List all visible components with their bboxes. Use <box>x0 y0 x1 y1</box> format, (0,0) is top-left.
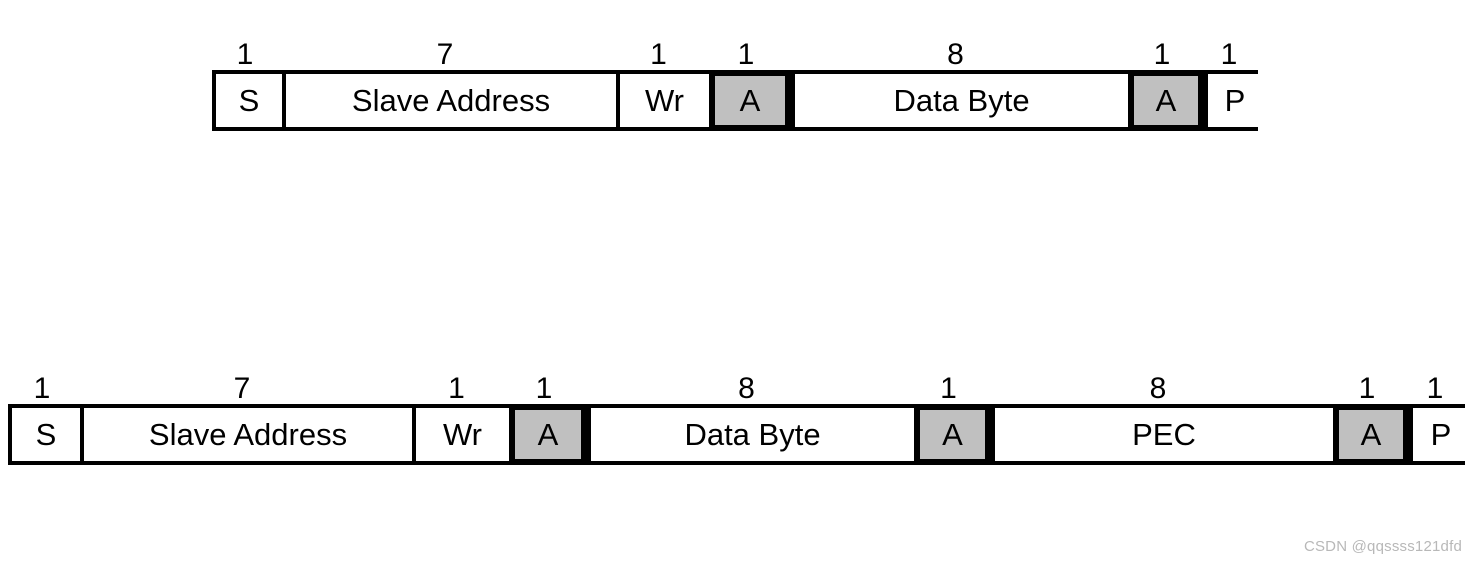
bit-count-label: 7 <box>233 372 251 405</box>
field-label: A <box>1360 417 1382 452</box>
protocol-frame: S Slave Address Wr A Data Byte A P <box>212 70 1262 131</box>
field-cell-data-byte: Data Byte <box>587 408 914 461</box>
protocol-frame: S Slave Address Wr A Data Byte A PEC A P <box>8 404 1469 465</box>
bit-count-label-row: 1 7 1 1 8 1 1 <box>212 26 1258 70</box>
field-label: Wr <box>442 417 483 452</box>
bit-count-label: 1 <box>650 38 667 71</box>
bit-count-label: 1 <box>1358 372 1376 405</box>
bit-count-label: 8 <box>1149 372 1167 405</box>
field-cell-slave-address: Slave Address <box>282 74 616 127</box>
bit-count-label: 1 <box>737 38 755 71</box>
field-cell-p: P <box>1204 74 1262 127</box>
field-cell-slave-address: Slave Address <box>80 408 412 461</box>
ack-field-cell-a: A <box>509 404 587 465</box>
field-label: S <box>35 417 57 452</box>
bit-count-label: 1 <box>1426 372 1444 405</box>
field-label: Wr <box>644 83 685 118</box>
field-cell-p: P <box>1409 408 1469 461</box>
ack-field-cell-a: A <box>1333 404 1409 465</box>
field-label: P <box>1430 417 1452 452</box>
field-label: Slave Address <box>351 83 551 118</box>
field-cell-s: S <box>216 74 282 127</box>
field-cell-data-byte: Data Byte <box>791 74 1128 127</box>
field-label: A <box>942 417 963 452</box>
bit-count-label: 8 <box>738 372 755 405</box>
bit-count-label: 7 <box>436 38 454 71</box>
bit-count-label: 1 <box>535 372 553 405</box>
ack-field-cell-a: A <box>1128 70 1204 131</box>
bit-count-label: 1 <box>1220 38 1238 71</box>
ack-field-cell-a: A <box>709 70 791 131</box>
field-cell-pec: PEC <box>991 408 1333 461</box>
csdn-watermark: CSDN @qqssss121dfd <box>1303 538 1462 555</box>
bit-count-label: 1 <box>236 38 254 71</box>
field-label: A <box>537 417 559 452</box>
field-cell-s: S <box>12 408 80 461</box>
field-label: Data Byte <box>893 83 1030 118</box>
field-label: A <box>1155 83 1177 118</box>
bit-count-label: 1 <box>940 372 957 405</box>
ack-field-cell-a: A <box>914 404 991 465</box>
field-label: Data Byte <box>684 417 821 452</box>
field-label: PEC <box>1132 417 1196 452</box>
bit-count-label: 8 <box>947 38 964 71</box>
field-label: S <box>238 83 260 118</box>
field-label: A <box>739 83 761 118</box>
bit-count-label: 1 <box>33 372 51 405</box>
field-label: Slave Address <box>148 417 348 452</box>
bit-count-label: 1 <box>1153 38 1171 71</box>
field-cell-wr: Wr <box>616 74 709 127</box>
bit-count-label: 1 <box>448 372 465 405</box>
bit-count-label-row: 1 7 1 1 8 1 8 1 1 <box>8 360 1465 404</box>
field-cell-wr: Wr <box>412 408 509 461</box>
field-label: P <box>1224 83 1246 118</box>
